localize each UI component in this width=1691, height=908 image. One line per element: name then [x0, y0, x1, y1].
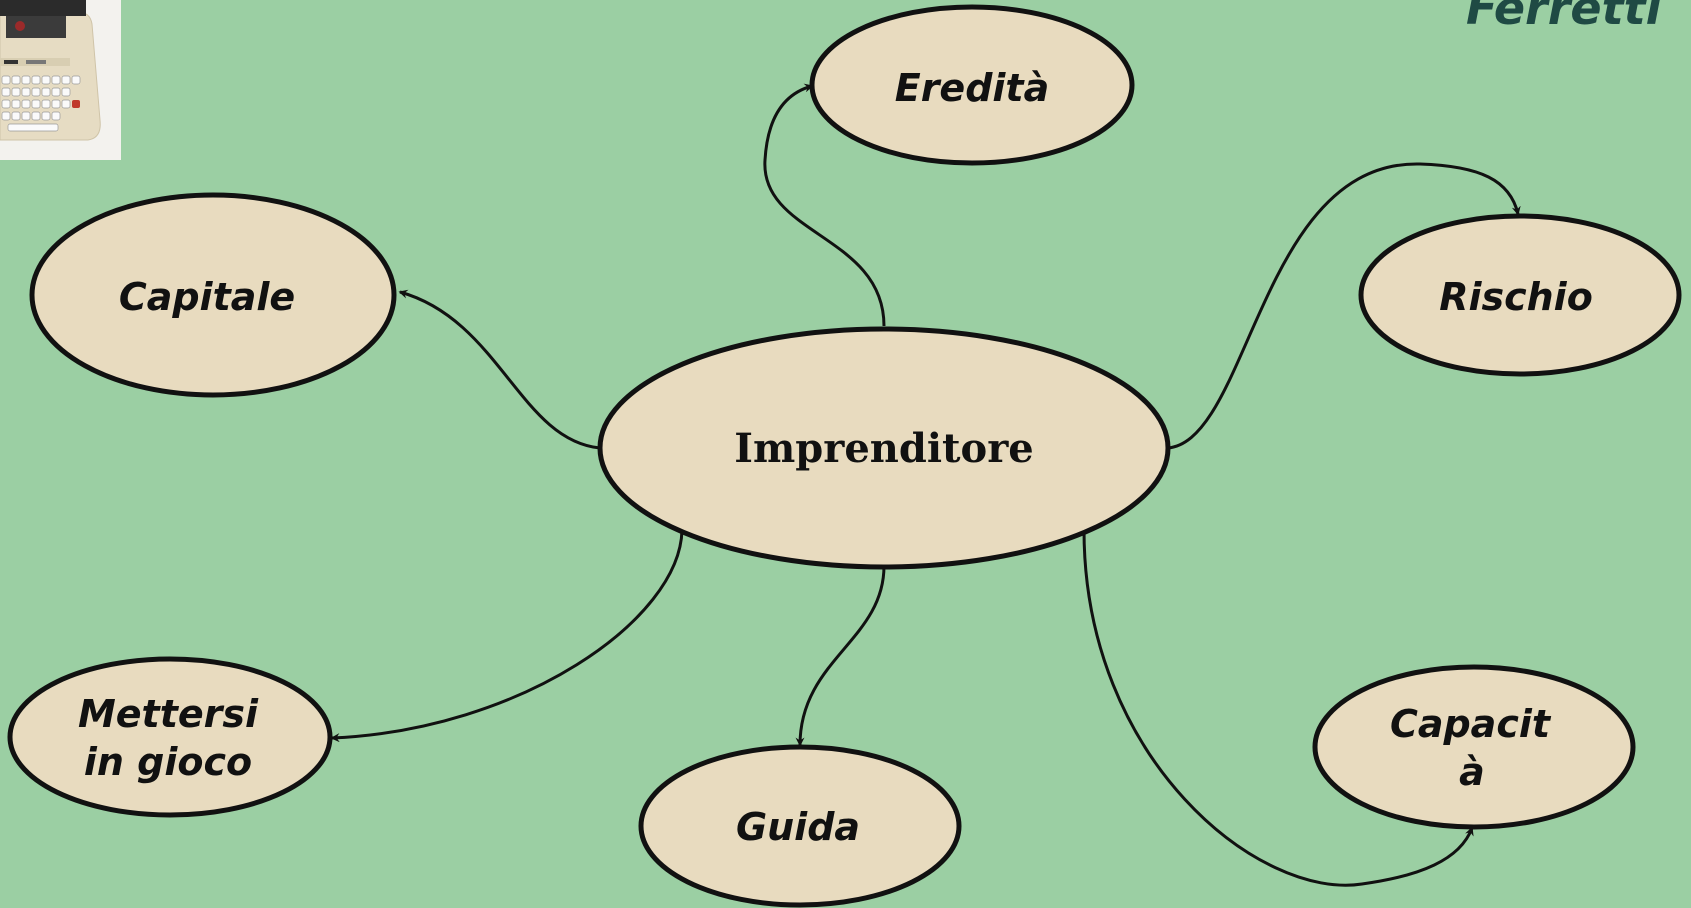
- node-capacita-line1: Capacit: [1390, 702, 1552, 746]
- node-guida: Guida: [638, 744, 962, 908]
- edge-to-rischio: [1167, 162, 1521, 450]
- node-eredita: Eredità: [809, 4, 1135, 166]
- node-capacita-line2: à: [1459, 750, 1485, 794]
- edge-to-guida: [795, 565, 886, 747]
- edge-to-capitale: [398, 289, 601, 450]
- node-rischio: Rischio: [1358, 213, 1682, 377]
- edge-to-mettersi: [330, 529, 684, 743]
- edge-to-eredita: [763, 83, 886, 327]
- node-guida-label: Guida: [736, 805, 860, 849]
- node-capacita: Capacit à: [1312, 664, 1636, 830]
- edge-to-capacita: [1082, 529, 1474, 887]
- node-capitale-label: Capitale: [119, 275, 295, 319]
- node-capitale: Capitale: [29, 192, 397, 398]
- node-eredita-label: Eredità: [895, 66, 1050, 110]
- node-mettersi-line2: in gioco: [84, 740, 252, 784]
- node-imprenditore: Imprenditore: [597, 326, 1171, 570]
- typewriter-image: [0, 0, 121, 160]
- brand-text: Ferretti: [1466, 0, 1663, 35]
- node-mettersi-in-gioco: Mettersi in gioco: [7, 656, 333, 818]
- node-imprenditore-label: Imprenditore: [734, 425, 1033, 472]
- node-rischio-label: Rischio: [1439, 275, 1593, 319]
- node-mettersi-line1: Mettersi: [78, 692, 259, 736]
